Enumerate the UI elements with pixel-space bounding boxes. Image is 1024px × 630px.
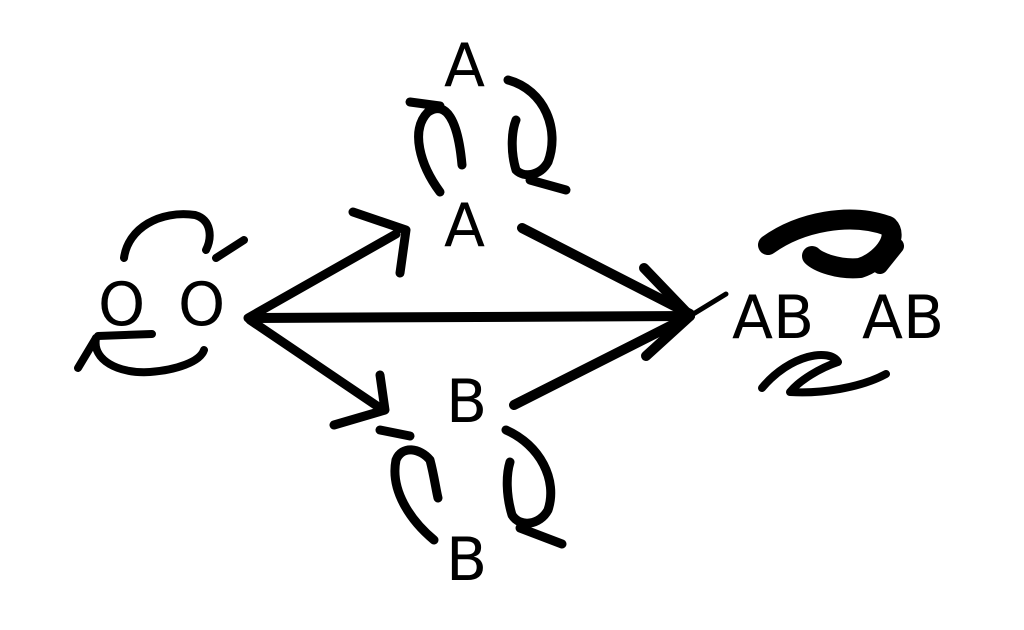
arrow-o-to-ab <box>245 311 695 323</box>
node-o-right: O <box>178 270 225 340</box>
arrow-a-to-ab <box>517 223 695 319</box>
node-ab-right: AB <box>862 283 944 353</box>
curved-arrow-a-left <box>414 104 467 197</box>
node-b-mid: B <box>446 367 487 437</box>
curved-arrow-ab-bottom <box>758 351 890 397</box>
curved-arrow-o-bottom <box>91 334 208 377</box>
curved-arrowhead-a-left <box>405 97 445 111</box>
arrowhead-o-to-b <box>329 370 390 430</box>
node-a-top: A <box>444 31 485 101</box>
arrow-b-to-ab <box>509 311 695 410</box>
arrow-o-to-b <box>245 315 385 413</box>
arrowhead-tip-ab <box>687 291 729 319</box>
node-ab-left: AB <box>732 283 814 353</box>
curved-arrowhead-b-right <box>515 523 567 549</box>
curved-arrow-a-right <box>503 75 557 180</box>
curved-arrowhead-ab-top <box>872 238 904 274</box>
curved-arrowhead-o-bottom <box>74 330 156 372</box>
curved-arrowhead-o-top <box>212 236 248 262</box>
arrowhead-o-to-a <box>348 207 411 278</box>
curved-arrowhead-b-left <box>375 425 415 441</box>
curved-arrow-b-right <box>501 425 556 528</box>
arrow-o-to-a <box>243 229 401 323</box>
node-b-bottom: B <box>446 525 487 595</box>
curved-arrow-b-left <box>390 445 443 545</box>
curved-arrowhead-a-right <box>525 175 571 195</box>
node-a-mid: A <box>444 191 485 261</box>
curved-arrow-ab-top <box>758 209 902 279</box>
curved-arrow-o-top <box>120 210 214 262</box>
node-o-left: O <box>98 270 145 340</box>
